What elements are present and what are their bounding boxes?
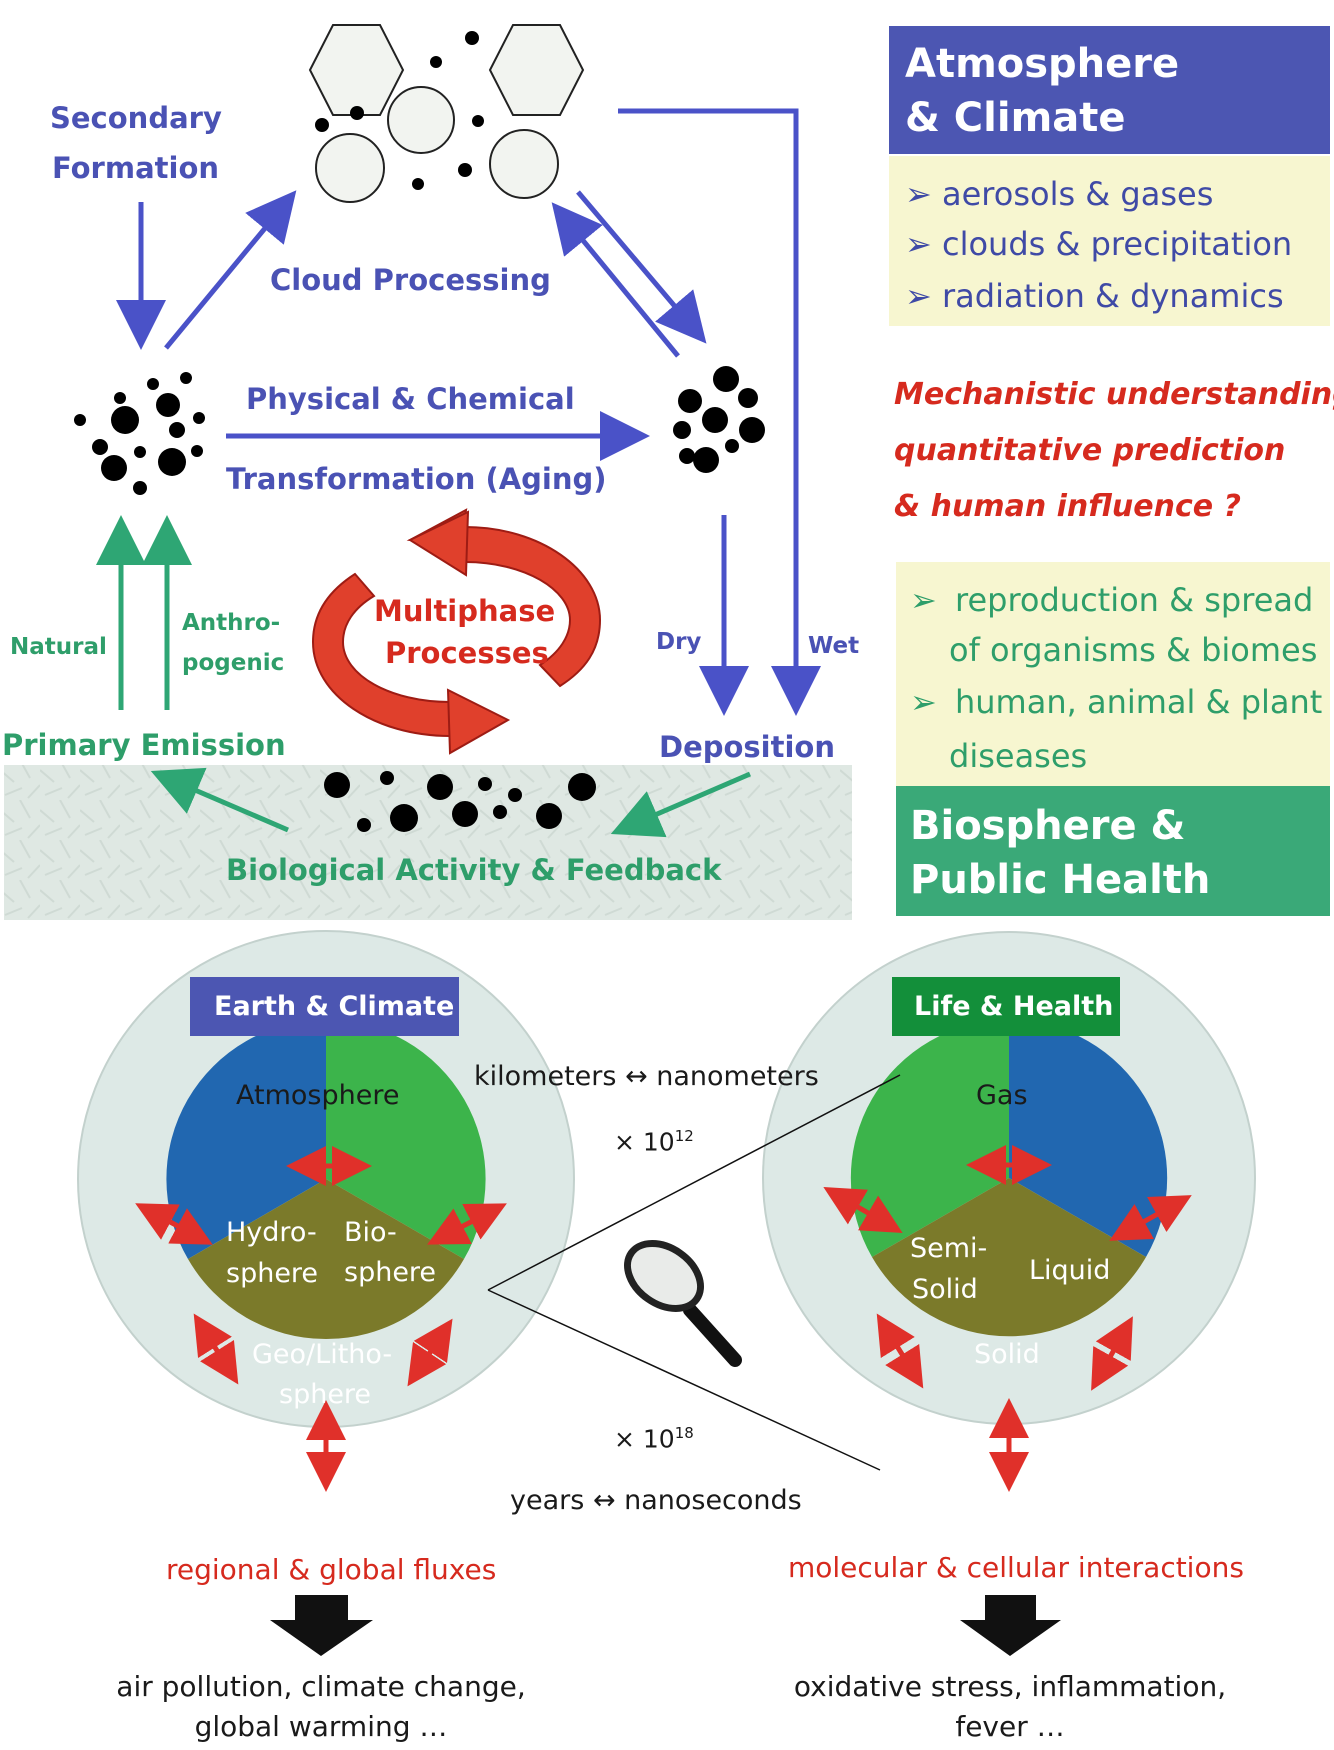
atmosphere-item: ➢ radiation & dynamics: [905, 277, 1284, 315]
multiphase-label-1: Multiphase: [374, 594, 556, 628]
question-line-3: & human influence ?: [894, 489, 1241, 524]
atmosphere-title-1: Atmosphere: [905, 41, 1180, 87]
biosphere-item: ➢ human, animal & plant: [910, 683, 1323, 721]
surface-particles: [324, 771, 596, 832]
atmosphere-climate-list: ➢ aerosols & gases ➢ clouds & precipitat…: [889, 156, 1330, 326]
bullet-arrow-icon: ➢: [905, 277, 932, 315]
right-outcome-line-2: fever …: [955, 1710, 1065, 1743]
semisolid-label-1: Semi-: [910, 1233, 988, 1264]
magnifier-icon: [624, 1240, 742, 1367]
outcome-arrow-left: [270, 1595, 373, 1656]
biosphere-item-cont: diseases: [949, 737, 1088, 775]
left-outcome-line-1: air pollution, climate change,: [116, 1670, 526, 1703]
secondary-formation-label-1: Secondary: [50, 101, 222, 135]
gas-outer-label: Gas: [976, 1080, 1028, 1111]
outcome-arrow-right: [960, 1595, 1061, 1656]
natural-label: Natural: [10, 634, 107, 660]
biosphere-health-header: Biosphere & Public Health: [896, 786, 1330, 916]
hydrosphere-label-2: sphere: [226, 1258, 319, 1289]
multiphase-cycle-arrows: [311, 508, 602, 755]
biosphere-item-cont: of organisms & biomes: [949, 631, 1318, 669]
blue-arrows: [116, 108, 821, 716]
earth-climate-badge: Earth & Climate: [190, 977, 459, 1036]
lithosphere-label-2: sphere: [279, 1379, 372, 1410]
bullet-arrow-icon: ➢: [905, 175, 932, 213]
zoom-lines: [487, 1074, 901, 1471]
bullet-arrow-icon: ➢: [910, 581, 937, 619]
molecular-cellular-label: molecular & cellular interactions: [788, 1551, 1244, 1584]
biological-activity-label: Biological Activity & Feedback: [226, 853, 722, 887]
biosphere-circle-label-1: Bio-: [344, 1217, 397, 1248]
life-health-badge: Life & Health: [892, 977, 1120, 1036]
factor-12-label: × 1012: [614, 1127, 694, 1157]
green-arrows: [96, 515, 751, 838]
earth-climate-label: Earth & Climate: [214, 991, 455, 1022]
bullet-arrow-icon: ➢: [905, 225, 932, 263]
wet-deposition-label: Wet: [808, 633, 860, 659]
biosphere-title-1: Biosphere &: [910, 803, 1186, 849]
factor-18-label: × 1018: [614, 1424, 694, 1454]
anthropogenic-label-2: pogenic: [182, 650, 285, 676]
deposition-label: Deposition: [659, 730, 835, 764]
biosphere-circle-label-2: sphere: [344, 1257, 437, 1288]
biosphere-item: ➢ reproduction & spread: [910, 581, 1314, 619]
dry-deposition-label: Dry: [656, 629, 702, 655]
solid-label: Solid: [974, 1339, 1040, 1370]
bullet-arrow-icon: ➢: [910, 683, 937, 721]
atmosphere-item: ➢ clouds & precipitation: [905, 225, 1293, 263]
semisolid-label-2: Solid: [912, 1274, 978, 1305]
biosphere-title-2: Public Health: [910, 857, 1211, 903]
atmosphere-climate-header: Atmosphere & Climate: [889, 26, 1330, 154]
question-line-2: quantitative prediction: [894, 433, 1286, 468]
distance-scale-label: kilometers ↔ nanometers: [474, 1061, 819, 1092]
cloud-particles: [308, 24, 585, 203]
question-line-1: Mechanistic understanding,: [894, 377, 1334, 412]
left-outcome-line-2: global warming …: [194, 1710, 448, 1743]
lithosphere-label-1: Geo/Litho-: [252, 1339, 393, 1370]
cloud-processing-label: Cloud Processing: [270, 263, 551, 297]
liquid-label: Liquid: [1029, 1255, 1111, 1286]
regional-global-fluxes-label: regional & global fluxes: [166, 1553, 497, 1586]
exchange-arrows-right: [823, 1145, 1192, 1492]
biosphere-list: ➢ reproduction & spread of organisms & b…: [896, 562, 1330, 786]
secondary-formation-label-2: Formation: [52, 151, 220, 185]
atmosphere-title-2: & Climate: [905, 95, 1126, 141]
multiphase-label-2: Processes: [385, 636, 549, 670]
physical-chemical-label: Physical & Chemical: [246, 382, 575, 416]
right-outcome-line-1: oxidative stress, inflammation,: [793, 1670, 1227, 1703]
exchange-arrows-left: [135, 1146, 507, 1492]
life-health-label: Life & Health: [914, 991, 1114, 1022]
atmosphere-outer-label: Atmosphere: [236, 1080, 400, 1111]
fresh-particles: [74, 372, 205, 495]
atmosphere-item: ➢ aerosols & gases: [905, 175, 1214, 213]
primary-emission-label: Primary Emission: [2, 728, 286, 762]
hydrosphere-label-1: Hydro-: [226, 1217, 317, 1248]
transformation-aging-label: Transformation (Aging): [226, 462, 607, 496]
anthropogenic-label-1: Anthro-: [182, 610, 281, 636]
cloud-dots: [315, 31, 484, 190]
aged-particles: [673, 366, 765, 473]
time-scale-label: years ↔ nanoseconds: [510, 1485, 802, 1516]
